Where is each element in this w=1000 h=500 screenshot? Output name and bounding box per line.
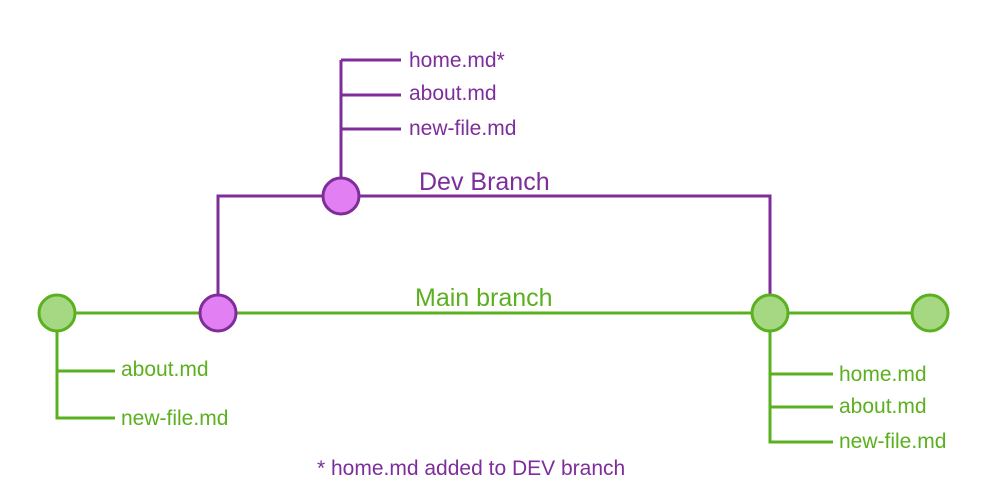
main-merged-file-label: about.md — [839, 395, 927, 418]
dev-file-label: home.md* — [409, 49, 505, 72]
dev-branch-point-node — [198, 293, 238, 333]
main-merged-file-label: home.md — [839, 363, 927, 386]
main-start-file-label: about.md — [121, 358, 209, 381]
dev-file-label: new-file.md — [409, 117, 516, 140]
main-end-commit-node — [910, 293, 950, 333]
main-start-file-label: new-file.md — [121, 407, 228, 430]
dev-branch-label: Dev Branch — [419, 168, 550, 196]
dev-branch-line — [216, 194, 772, 313]
dev-commit-node — [321, 176, 361, 216]
dev-file-label: about.md — [409, 82, 497, 105]
footnote: * home.md added to DEV branch — [317, 457, 625, 480]
merge-commit-node — [750, 293, 790, 333]
main-start-commit-node — [37, 293, 77, 333]
main-merged-files-trunk — [768, 313, 833, 444]
main-start-files-trunk — [55, 313, 115, 420]
main-merged-file-label: new-file.md — [839, 430, 946, 453]
main-branch-label: Main branch — [415, 284, 553, 312]
